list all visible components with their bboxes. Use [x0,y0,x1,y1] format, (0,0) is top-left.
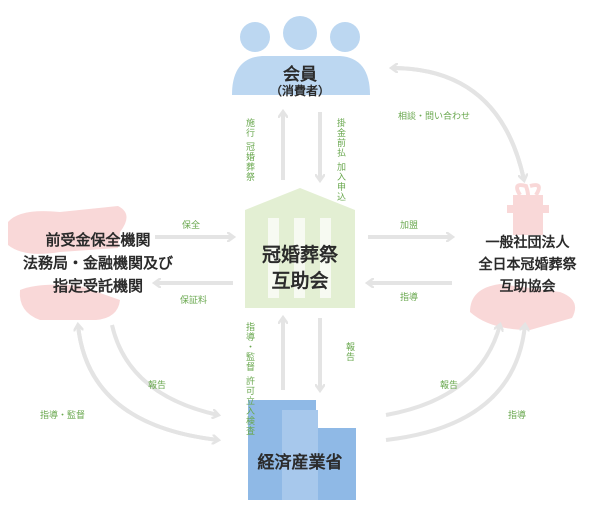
right-title-line1: 一般社団法人 [485,235,570,251]
people-icon [232,16,370,95]
center-title-line2: 互助会 [271,270,329,292]
left-title-line1: 前受金保全機関 [45,231,151,249]
member-subtitle: （消費者） [269,84,330,98]
label-consult: 相談・問い合わせ [398,112,471,122]
label-houkoku-right: 報告 [440,381,459,391]
arrows [78,68,525,440]
gift-hand-icon [470,183,576,330]
left-title-line2: 法務局・金融機関及び [22,254,173,272]
left-title-line3: 指定受託機関 [52,277,143,295]
label-shido-kantoku-left: 指導・監督 [40,411,86,421]
label-kamei: 加盟 [400,221,419,231]
label-kakekin-kanyu: 掛金前払 加入申込 [335,118,345,202]
label-hoshoryo: 保証料 [180,296,208,306]
right-title-line2: 全日本冠婚葬祭 [478,257,577,273]
label-shido-bottom-right: 指導 [508,411,527,421]
label-shido-right: 指導 [400,293,419,303]
label-houkoku-center: 報告 [344,342,354,362]
label-hozen: 保全 [182,221,201,231]
label-seko-konsousai: 施行 冠婚葬祭 [244,118,254,182]
bottom-title: 経済産業省 [257,453,343,473]
center-title-line1: 冠婚葬祭 [261,244,338,266]
member-title: 会員 [283,65,317,85]
label-kyoka-kensa: 指導・監督 許可立入検査 [244,322,254,436]
office-building-icon [248,400,356,500]
label-houkoku-left: 報告 [148,381,167,391]
right-title-line3: 互助協会 [499,279,556,295]
building-icon [245,188,355,308]
hands-icon [8,206,127,320]
